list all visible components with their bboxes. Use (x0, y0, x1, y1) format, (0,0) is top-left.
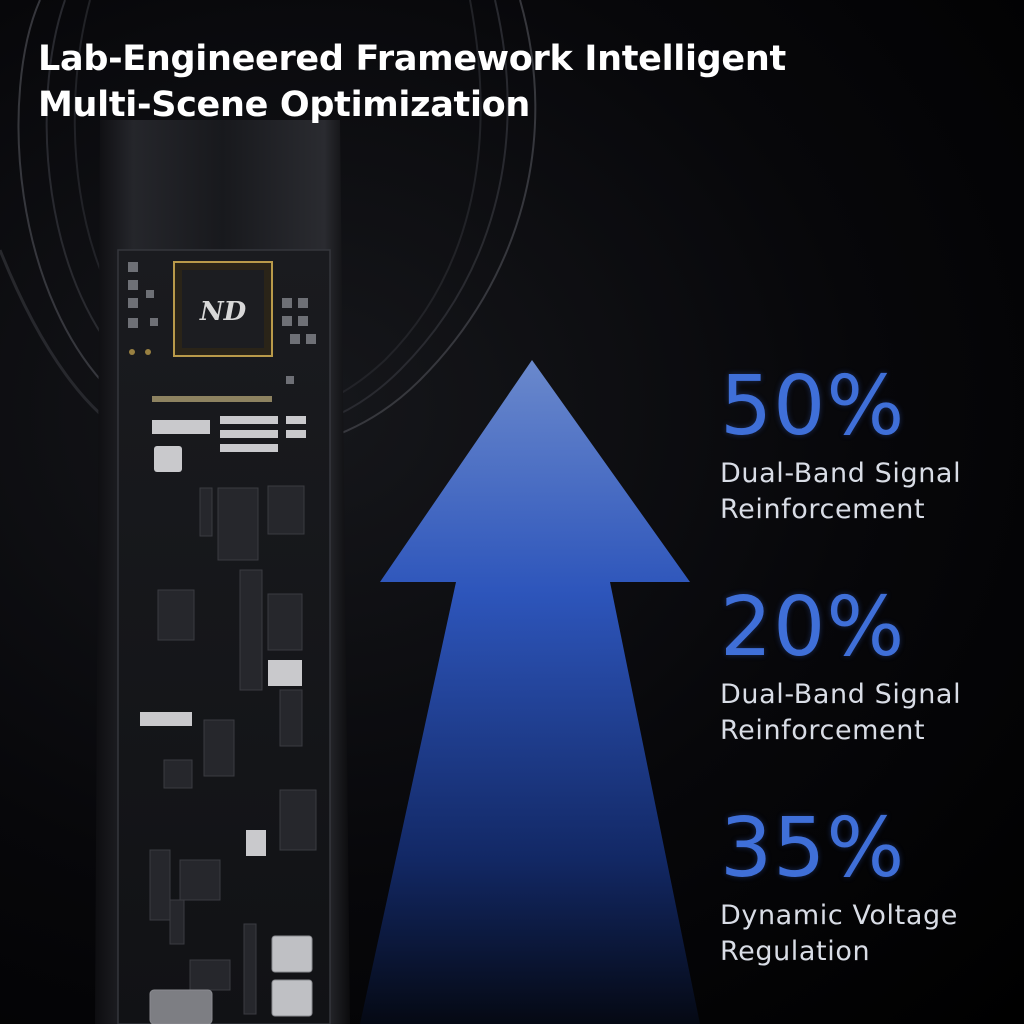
stat-label-line-1: Dual-Band Signal (720, 458, 962, 489)
stat-voltage-35: 35% Dynamic Voltage Regulation (720, 804, 1010, 970)
arrow-up-graphic (360, 360, 700, 1024)
stat-label-line-1: Dual-Band Signal (720, 679, 962, 710)
stat-value: 20% (720, 580, 906, 675)
stat-label-line-2: Regulation (720, 936, 871, 967)
stat-label: Dual-Band Signal Reinforcement (720, 456, 1010, 528)
headline-line-1: Lab-Engineered Framework Intelligent (38, 39, 786, 79)
headline-line-2: Multi-Scene Optimization (38, 85, 531, 125)
stat-signal-50: 50% Dual-Band Signal Reinforcement (720, 362, 1010, 528)
stat-label: Dual-Band Signal Reinforcement (720, 677, 1010, 749)
svg-text:ND: ND (199, 297, 247, 327)
stat-label-line-2: Reinforcement (720, 494, 926, 525)
headline: Lab-Engineered Framework Intelligent Mul… (38, 36, 938, 128)
stat-label: Dynamic Voltage Regulation (720, 898, 1010, 970)
stat-label-line-2: Reinforcement (720, 715, 926, 746)
stat-signal-20: 20% Dual-Band Signal Reinforcement (720, 583, 1010, 749)
stat-value: 35% (720, 801, 906, 896)
main-chip: ND (173, 261, 273, 357)
stat-value: 50% (720, 359, 906, 454)
stat-label-line-1: Dynamic Voltage (720, 900, 958, 931)
